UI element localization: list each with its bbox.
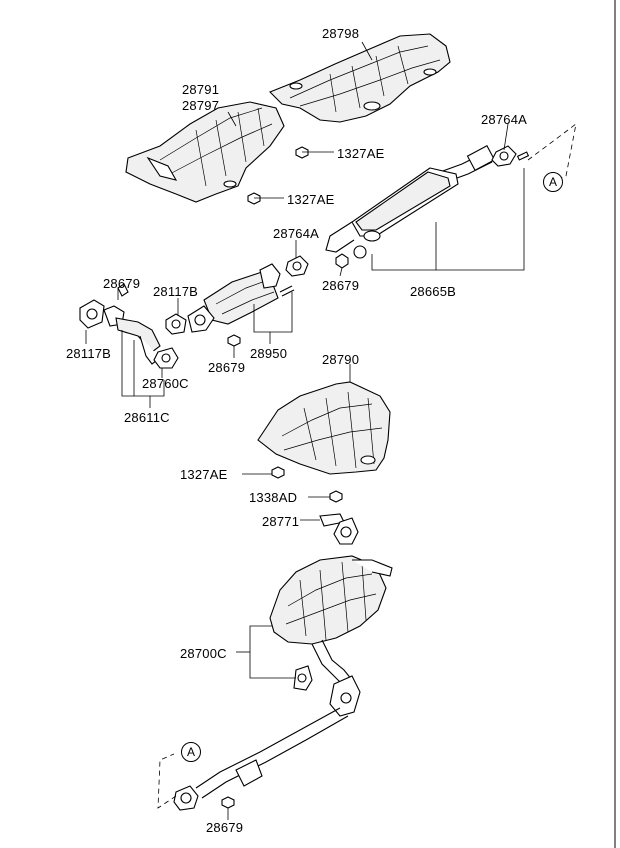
nut-1327AE-b (247, 192, 261, 205)
reference-a-top: A (543, 172, 563, 192)
center-muffler-28665B (325, 145, 496, 259)
label-28790: 28790 (322, 352, 360, 367)
label-28679-d: 28679 (206, 820, 244, 835)
label-28679-a: 28679 (103, 276, 141, 291)
label-28700C: 28700C (180, 646, 227, 661)
catalytic-converter-28950 (187, 263, 295, 333)
label-28950: 28950 (250, 346, 288, 361)
label-1327AE-b: 1327AE (287, 192, 335, 207)
label-28791: 28791 (182, 82, 220, 97)
label-28797: 28797 (182, 98, 220, 113)
label-28760C: 28760C (142, 376, 189, 391)
label-28611C: 28611C (124, 410, 170, 425)
front-pipe-28611C (103, 283, 161, 365)
rear-pipe (173, 707, 349, 811)
label-28679-c: 28679 (208, 360, 246, 375)
gasket-28117B-right (165, 313, 187, 335)
label-28679-b: 28679 (322, 278, 360, 293)
label-28764A-b: 28764A (273, 226, 320, 241)
nut-1327AE-c (271, 466, 285, 479)
heat-protector-28790 (257, 381, 391, 475)
leader-lines (85, 41, 525, 820)
hanger-28760C (153, 347, 179, 369)
heat-protector-28798 (269, 33, 451, 123)
reference-a-bottom: A (181, 742, 201, 762)
label-28665B: 28665B (410, 284, 457, 299)
label-1338AD: 1338AD (249, 490, 298, 505)
label-28764A-a: 28764A (481, 112, 528, 127)
nut-28679-center (335, 253, 349, 269)
label-1327AE-c: 1327AE (180, 467, 228, 482)
label-28771: 28771 (262, 514, 300, 529)
hanger-28771 (319, 513, 359, 545)
gasket-28764A-upper (491, 145, 530, 167)
gasket-28117B-left (79, 299, 105, 329)
gasket-28764A-lower (285, 255, 309, 277)
heat-protector-28791 (125, 101, 285, 203)
label-1327AE-a: 1327AE (337, 146, 385, 161)
nut-1327AE-a (295, 146, 309, 159)
nut-1338AD (329, 490, 343, 503)
label-28117B-a: 28117B (153, 284, 199, 299)
nut-28679-bottom (221, 796, 235, 809)
label-28117B-b: 28117B (66, 346, 112, 361)
main-muffler-28700C (269, 555, 393, 717)
label-28798: 28798 (322, 26, 360, 41)
nut-28679-lower (227, 334, 241, 347)
